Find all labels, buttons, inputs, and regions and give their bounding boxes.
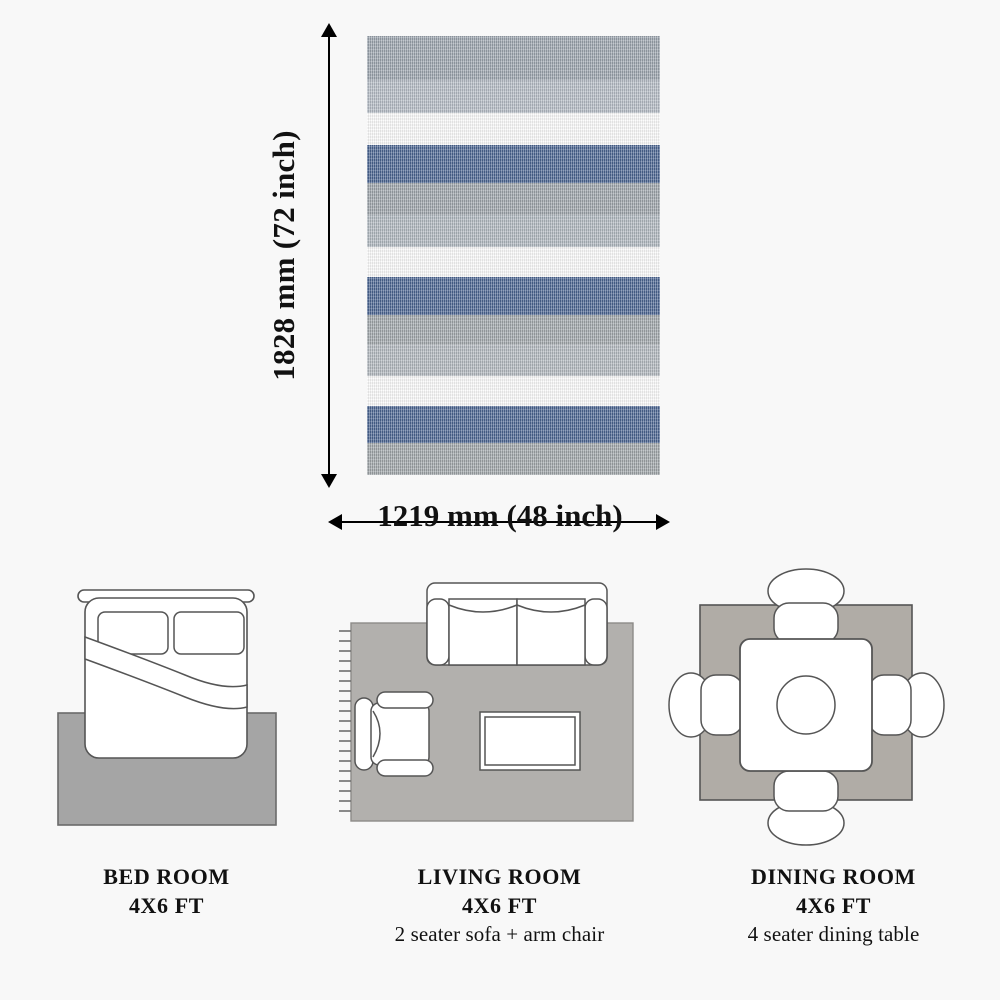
rug-specimen-section: 1828 mm (72 inch) 1219 mm (48 inch) (266, 23, 670, 533)
width-dimension-label: 1219 mm (48 inch) (377, 498, 623, 533)
rug-stripe (367, 375, 660, 407)
width-dimension-arrow (328, 514, 670, 530)
height-dimension-label: 1828 mm (72 inch) (266, 130, 301, 381)
dining-room-title: DINING ROOM (751, 864, 916, 889)
dining-room-note: 4 seater dining table (747, 921, 920, 946)
room-placement-section: BED ROOM 4X6 FT (0, 565, 1000, 1000)
rug-stripe (367, 36, 660, 80)
rug-stripe (367, 182, 660, 215)
room-card-dining-room: DINING ROOM 4X6 FT 4 seater dining table (667, 565, 1000, 1000)
bed-room-diagram (0, 565, 333, 855)
rug-stripe (367, 314, 660, 345)
rug-stripe (367, 344, 660, 377)
arrow-head-right-icon (656, 514, 670, 530)
dining-room-size: 4X6 FT (795, 893, 872, 919)
living-room-size: 4X6 FT (461, 893, 538, 919)
rug-stripe (367, 406, 660, 443)
bed-room-title: BED ROOM (103, 864, 230, 889)
blanket-shape (84, 635, 248, 710)
dining-room-diagram (667, 565, 1000, 855)
pillow-right-shape (173, 611, 245, 655)
arm-chair-shape (354, 691, 434, 777)
room-card-living-room: LIVING ROOM 4X6 FT 2 seater sofa + arm c… (333, 565, 666, 1000)
rug-stripe (367, 145, 660, 183)
rug-stripe (367, 214, 660, 247)
sofa-shape (426, 582, 608, 666)
bed-room-caption: BED ROOM 4X6 FT (0, 862, 333, 921)
rug-stripe (367, 276, 660, 315)
rug-stripe (367, 442, 660, 475)
living-room-note: 2 seater sofa + arm chair (394, 921, 605, 946)
pillow-left-shape (97, 611, 169, 655)
rug-stripe (367, 246, 660, 278)
bed-room-size: 4X6 FT (128, 893, 205, 919)
living-room-title: LIVING ROOM (417, 864, 582, 889)
arrow-head-up-icon (321, 23, 337, 37)
rug-swatch-image (367, 36, 660, 475)
rug-stripe (367, 79, 660, 113)
rug-stripe (367, 112, 660, 146)
arrow-head-down-icon (321, 474, 337, 488)
living-room-diagram (333, 565, 666, 855)
arrow-head-left-icon (328, 514, 342, 530)
rug-fringe-icon (339, 630, 351, 812)
coffee-table-shape (479, 711, 581, 771)
table-center-circle (776, 675, 836, 735)
room-card-bed-room: BED ROOM 4X6 FT (0, 565, 333, 1000)
height-dimension-arrow (321, 23, 337, 488)
dining-room-caption: DINING ROOM 4X6 FT 4 seater dining table (667, 862, 1000, 948)
living-room-caption: LIVING ROOM 4X6 FT 2 seater sofa + arm c… (333, 862, 666, 948)
